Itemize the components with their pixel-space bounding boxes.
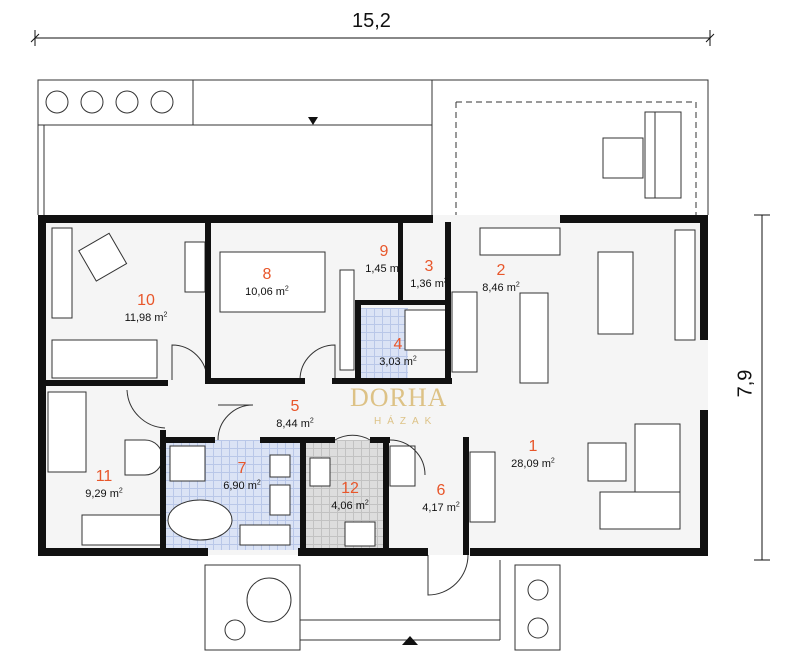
wall [38, 548, 208, 556]
area-unit-exponent: 2 [443, 277, 448, 285]
room-number-7: 7 [237, 460, 247, 477]
room-area-4: 3,03 m2 [379, 355, 417, 369]
plants [45, 90, 549, 641]
area-unit: m [403, 356, 413, 368]
room-number-8: 8 [262, 266, 272, 283]
room-number-5: 5 [290, 398, 300, 415]
room-number-9: 9 [379, 243, 389, 260]
area-unit: m [154, 312, 164, 324]
area-value: 1,36 [410, 278, 432, 290]
wall [160, 437, 215, 443]
area-unit: m [109, 488, 119, 500]
area-unit: m [300, 418, 310, 430]
area-unit: m [446, 502, 456, 514]
wall [205, 378, 305, 384]
area-value: 8,44 [276, 418, 298, 430]
wall [560, 215, 708, 223]
area-unit-exponent: 2 [455, 501, 460, 509]
wall [332, 378, 452, 384]
wall [445, 222, 451, 382]
area-unit: m [247, 480, 257, 492]
area-value: 10,06 [245, 286, 273, 298]
wall [38, 380, 168, 386]
room-number-10: 10 [137, 292, 155, 309]
area-unit-exponent: 2 [550, 457, 555, 465]
wall [398, 222, 403, 304]
area-value: 4,17 [422, 502, 444, 514]
room-area-3: 1,36 m2 [410, 277, 448, 291]
area-value: 4,06 [331, 500, 353, 512]
area-unit: m [541, 458, 551, 470]
area-unit-exponent: 2 [412, 355, 417, 363]
area-value: 1,45 [365, 263, 387, 275]
watermark-brand: DORHA [350, 383, 448, 412]
furniture [47, 227, 696, 547]
depth-dimension: 7,9 [734, 369, 757, 398]
room-area-12: 4,06 m2 [331, 499, 369, 513]
watermark-sub: HÁZAK [374, 416, 438, 427]
room-number-2: 2 [496, 262, 506, 279]
room-area-8: 10,06 m2 [245, 285, 289, 299]
wc-tiles [358, 308, 408, 380]
area-unit-exponent: 2 [398, 262, 403, 270]
room-area-9: 1,45 m2 [365, 262, 403, 276]
wall [700, 215, 708, 340]
room-number-6: 6 [436, 482, 446, 499]
area-value: 6,90 [223, 480, 245, 492]
area-unit-exponent: 2 [163, 311, 168, 319]
area-unit: m [275, 286, 285, 298]
room-area-11: 9,29 m2 [85, 487, 123, 501]
room-area-2: 8,46 m2 [482, 281, 520, 295]
wall [700, 410, 708, 555]
wall [355, 300, 361, 382]
area-unit-exponent: 2 [309, 417, 314, 425]
area-unit: m [506, 282, 516, 294]
wall [38, 215, 433, 223]
wall [260, 437, 335, 443]
porch [204, 554, 561, 651]
wall [298, 548, 428, 556]
area-unit-exponent: 2 [515, 281, 520, 289]
room-number-4: 4 [393, 336, 403, 353]
wall [160, 430, 166, 555]
room-area-5: 8,44 m2 [276, 417, 314, 431]
area-unit: m [355, 500, 365, 512]
room-number-11: 11 [95, 468, 113, 485]
wall [300, 437, 306, 555]
terrace [37, 79, 709, 215]
area-unit: m [434, 278, 444, 290]
area-value: 28,09 [511, 458, 539, 470]
wall [383, 437, 389, 555]
area-unit-exponent: 2 [256, 479, 261, 487]
room-number-1: 1 [528, 438, 538, 455]
wall [370, 437, 390, 443]
room-area-7: 6,90 m2 [223, 479, 261, 493]
wall [470, 548, 708, 556]
area-unit-exponent: 2 [284, 285, 289, 293]
width-dimension: 15,2 [352, 10, 391, 32]
room-area-6: 4,17 m2 [422, 501, 460, 515]
room-area-1: 28,09 m2 [511, 457, 555, 471]
area-value: 11,98 [124, 312, 152, 324]
area-unit-exponent: 2 [118, 487, 123, 495]
dimension-lines [30, 30, 770, 561]
room-number-3: 3 [424, 258, 434, 275]
room-number-12: 12 [341, 480, 359, 497]
room-area-10: 11,98 m2 [124, 311, 168, 325]
area-unit-exponent: 2 [364, 499, 369, 507]
area-value: 8,46 [482, 282, 504, 294]
area-value: 9,29 [85, 488, 107, 500]
wall [205, 222, 211, 382]
area-value: 3,03 [379, 356, 401, 368]
area-unit: m [389, 263, 399, 275]
wall [463, 437, 469, 555]
